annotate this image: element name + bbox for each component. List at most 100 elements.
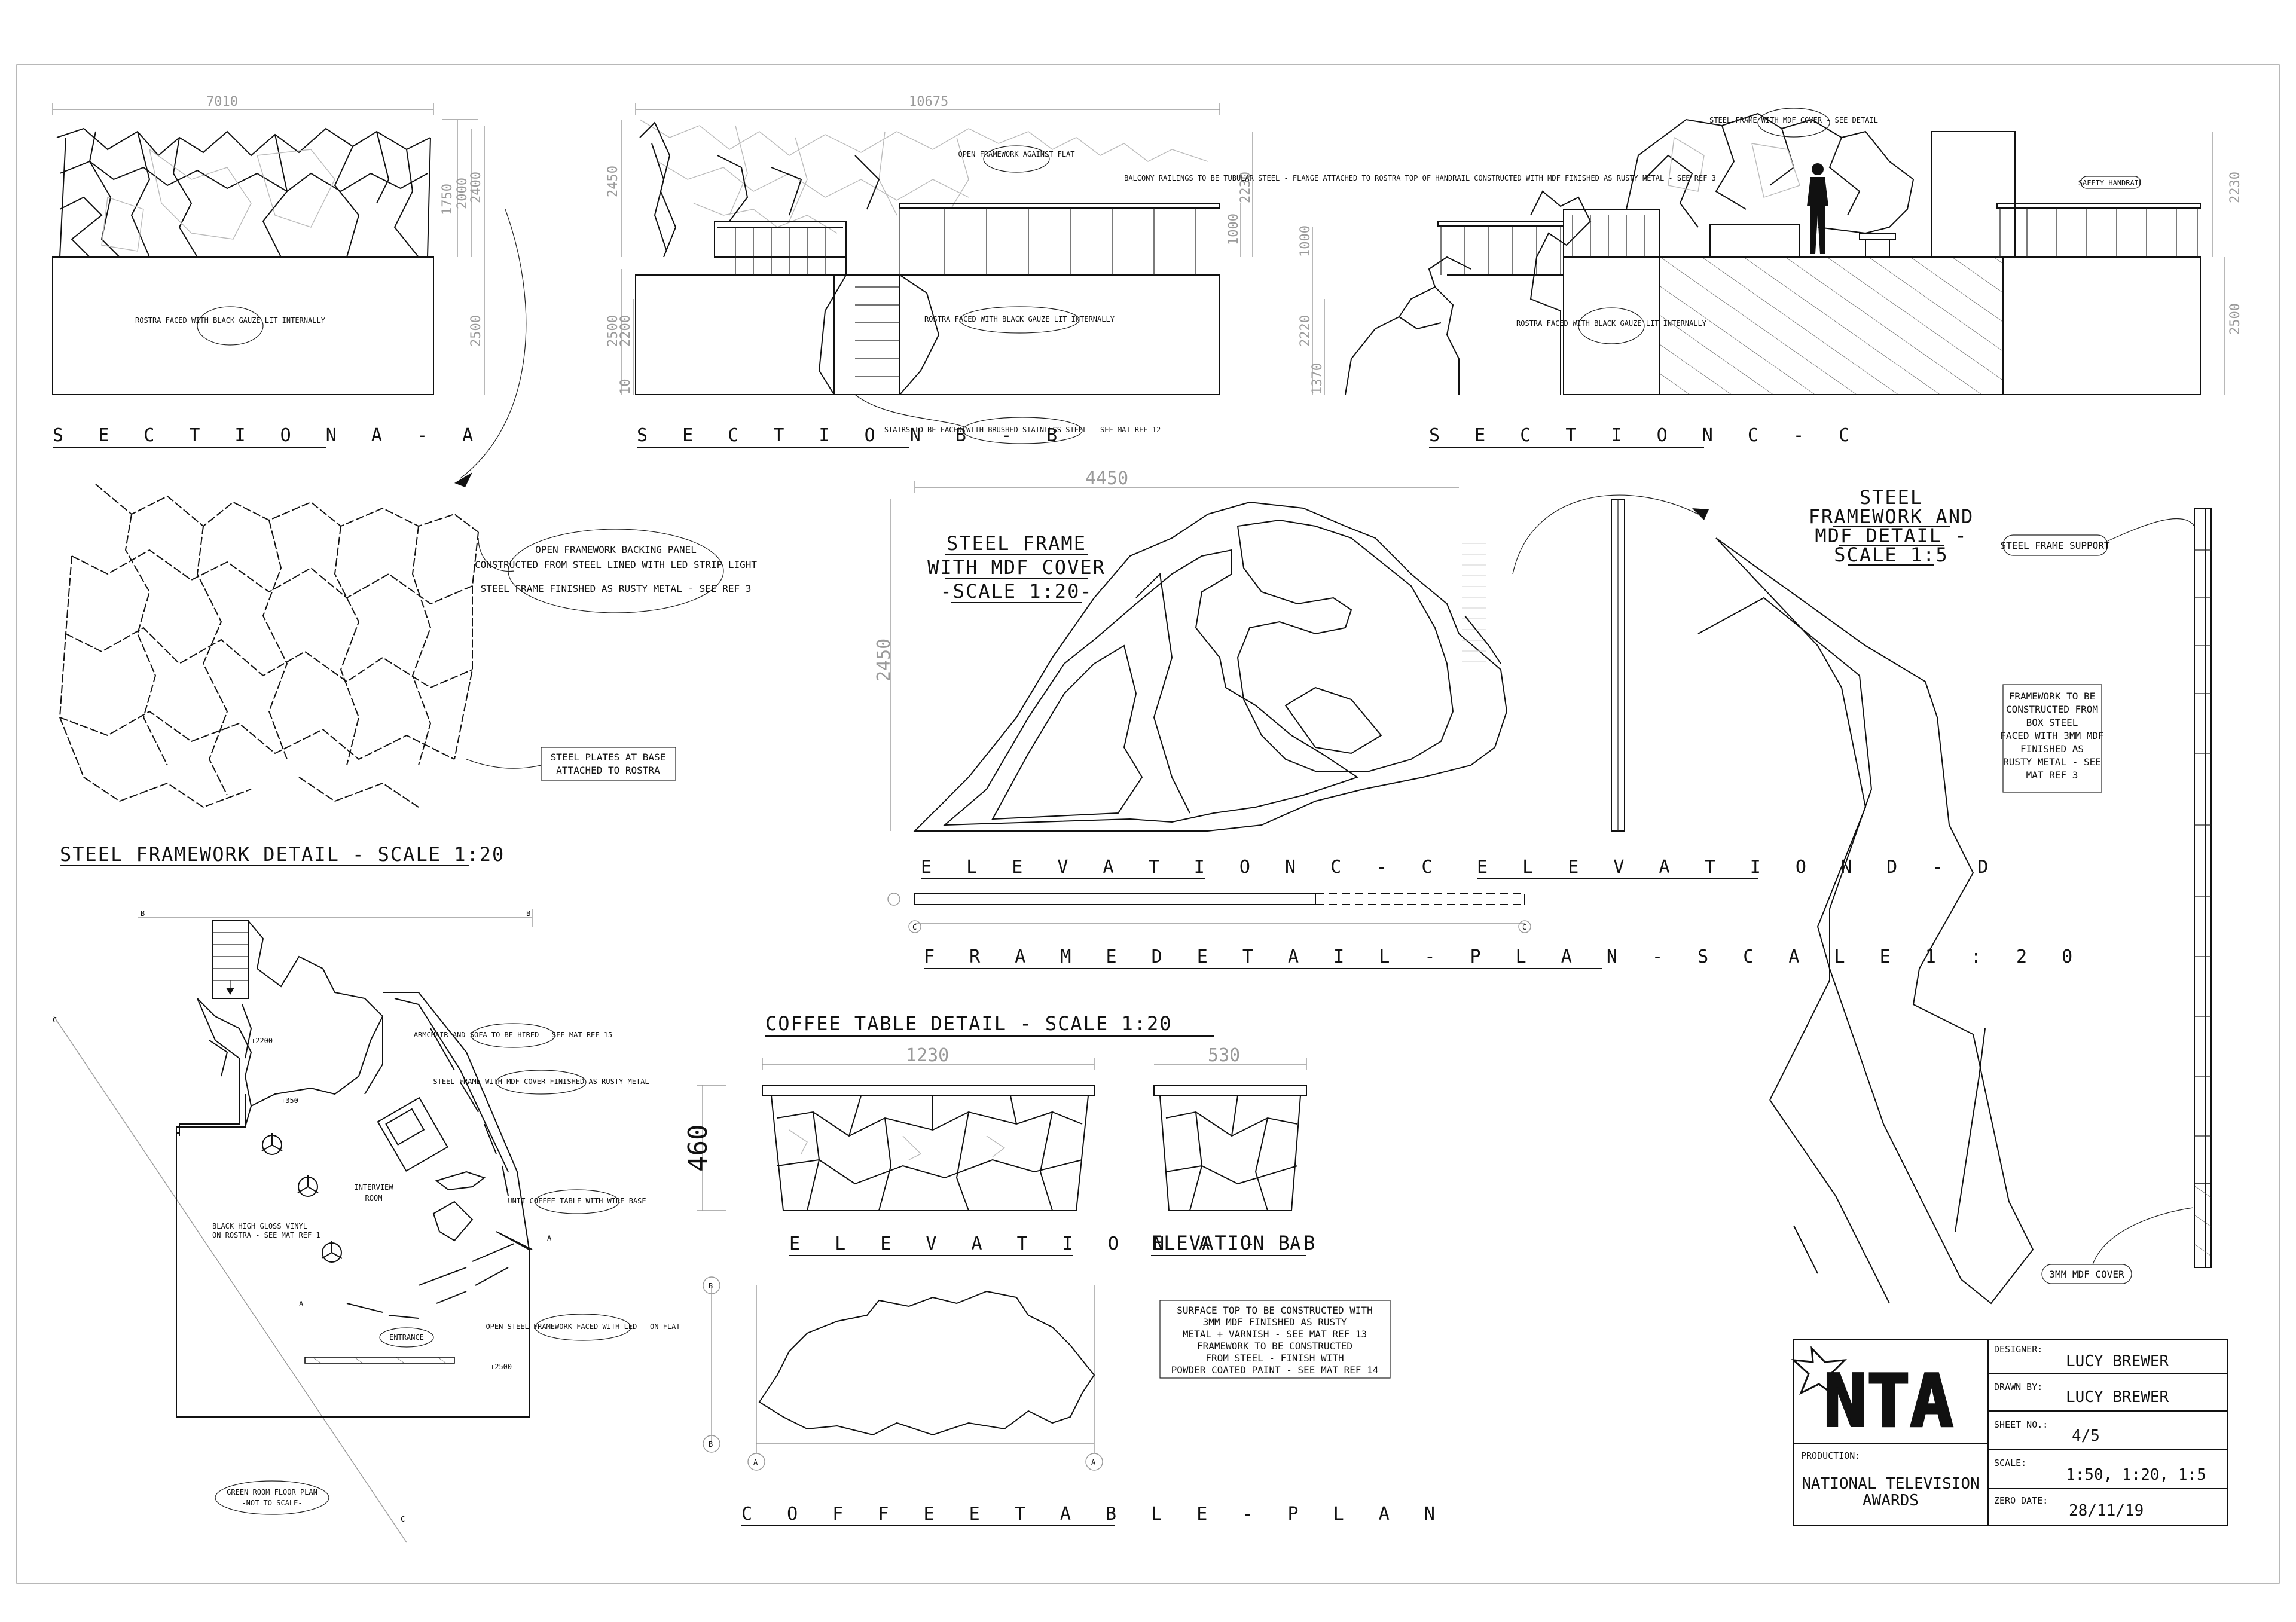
mdf-note-2: CONSTRUCTED FROM: [2006, 704, 2098, 715]
framework-note-2: CONSTRUCTED FROM STEEL LINED WITH LED ST…: [475, 559, 757, 570]
mdf-note-1: FRAMEWORK TO BE: [2009, 691, 2096, 702]
tb-sheet-label: SHEET NO.:: [1994, 1419, 2048, 1430]
steel-framework-title: STEEL FRAMEWORK DETAIL - SCALE 1:20: [60, 843, 505, 866]
frame-title-1: STEEL FRAME: [947, 532, 1086, 555]
section-c-dim-1000: 1000: [1298, 225, 1313, 257]
frame-detail: 4450 2450 STEEL FRAME WITH MDF COVER -SC…: [874, 468, 2072, 969]
coffee-marker-b-top: B: [709, 1282, 713, 1290]
tb-date: 28/11/19: [2069, 1502, 2144, 1520]
sheet-border: [16, 64, 2280, 1584]
section-c-dim-2230: 2230: [2228, 172, 2243, 203]
section-c-note-balcony: BALCONY RAILINGS TO BE TUBULAR STEEL - F…: [1124, 174, 1716, 182]
coffee-note-6: POWDER COATED PAINT - SEE MAT REF 14: [1171, 1364, 1379, 1376]
plan-vinyl-1: BLACK HIGH GLOSS VINYL: [212, 1222, 307, 1230]
plan-vinyl-2: ON ROSTRA - SEE MAT REF 1: [212, 1231, 320, 1239]
coffee-dim-width-a: 1230: [906, 1045, 949, 1066]
section-b-dim-2450: 2450: [606, 166, 621, 197]
section-c-note-handrail: SAFETY HANDRAIL: [2078, 179, 2143, 187]
section-c-title: S E C T I O N C - C: [1429, 425, 1861, 446]
plan-caption-1: GREEN ROOM FLOOR PLAN: [227, 1488, 317, 1496]
tb-designer-label: DESIGNER:: [1994, 1344, 2042, 1355]
section-b-dim-2230: 2230: [1238, 172, 1253, 203]
section-b-b: 10675 2450 2500 2200 10 2230 1000: [606, 94, 1253, 448]
title-block: NTA DESIGNER: LUCY BREWER DRAWN BY: LUCY…: [1791, 1339, 2228, 1526]
coffee-table-detail: COFFEE TABLE DETAIL - SCALE 1:20 1230 53…: [683, 1012, 1435, 1526]
plan-note-table: UNIT COFFEE TABLE WITH WIRE BASE: [508, 1197, 646, 1205]
section-b-width-dim: 10675: [909, 94, 948, 109]
section-b-note-stairs: STAIRS TO BE FACED WITH BRUSHED STAINLES…: [884, 426, 1161, 434]
mdf-note-7: MAT REF 3: [2026, 769, 2078, 781]
mdf-support-label: STEEL FRAME SUPPORT: [2000, 540, 2109, 551]
mdf-detail: STEEL FRAMEWORK AND MDF DETAIL - SCALE 1…: [1697, 486, 2212, 1305]
coffee-elev-bb: ELEVATION B-B: [1151, 1232, 1316, 1254]
coffee-marker-b-bottom: B: [709, 1440, 713, 1449]
tb-production-label: PRODUCTION:: [1801, 1450, 1860, 1461]
steel-framework-detail: OPEN FRAMEWORK BACKING PANEL CONSTRUCTED…: [59, 484, 757, 866]
floor-plan: B B C C: [53, 909, 680, 1543]
tb-date-label: ZERO DATE:: [1994, 1495, 2048, 1506]
frame-dim-width: 4450: [1085, 468, 1128, 489]
section-b-note-flat: OPEN FRAMEWORK AGAINST FLAT: [958, 150, 1074, 158]
section-b-dim-10: 10: [618, 379, 633, 395]
mdf-note-4: FACED WITH 3MM MDF: [2000, 730, 2103, 741]
plan-caption-2: -NOT TO SCALE-: [242, 1499, 302, 1507]
plan-room-1: INTERVIEW: [354, 1183, 393, 1192]
plan-marker-c-top: C: [53, 1016, 57, 1024]
tb-production-1: NATIONAL TELEVISION: [1802, 1475, 1979, 1493]
section-b-dim-2200: 2200: [618, 315, 633, 347]
frame-title-3: -SCALE 1:20-: [940, 580, 1092, 603]
coffee-elev-aa: E L E V A T I O N A - A: [789, 1233, 1312, 1254]
mdf-note-3: BOX STEEL: [2026, 717, 2078, 728]
mdf-title-3: MDF DETAIL -: [1815, 524, 1967, 547]
plan-level-2500: +2500: [490, 1363, 512, 1371]
plan-marker-c-bottom: C: [401, 1515, 405, 1523]
section-b-title: S E C T I O N B - B: [637, 425, 1069, 446]
plan-marker-a-left: A: [299, 1300, 304, 1308]
coffee-marker-a-right: A: [1091, 1458, 1096, 1467]
plan-note-open: OPEN STEEL FRAMEWORK FACED WITH LED - ON…: [486, 1322, 680, 1331]
coffee-note-1: SURFACE TOP TO BE CONSTRUCTED WITH: [1177, 1305, 1373, 1316]
nta-logo-text: NTA: [1824, 1360, 1953, 1443]
plan-note-armchair: ARMCHAIR AND SOFA TO BE HIRED - SEE MAT …: [414, 1031, 612, 1039]
section-c-dim-2220: 2220: [1298, 315, 1313, 347]
mdf-note-5: FINISHED AS: [2020, 743, 2084, 755]
coffee-marker-a-left: A: [753, 1458, 758, 1467]
section-c-c: 1000 2220 1370 2230 2500: [1124, 108, 2243, 448]
section-a-note: ROSTRA FACED WITH BLACK GAUZE LIT INTERN…: [135, 316, 326, 325]
framework-note-3: STEEL FRAME FINISHED AS RUSTY METAL - SE…: [481, 583, 752, 594]
coffee-title: COFFEE TABLE DETAIL - SCALE 1:20: [765, 1012, 1173, 1035]
section-c-note-frame: STEEL FRAME WITH MDF COVER - SEE DETAIL: [1709, 116, 1878, 124]
plan-room-2: ROOM: [365, 1194, 383, 1202]
plan-level-2200: +2200: [251, 1037, 273, 1045]
plates-note-1: STEEL PLATES AT BASE: [551, 752, 666, 763]
section-c-dim-2500: 2500: [2228, 303, 2243, 335]
coffee-note-3: METAL + VARNISH - SEE MAT REF 13: [1183, 1328, 1367, 1340]
coffee-dim-width-b: 530: [1208, 1045, 1240, 1066]
coffee-note-2: 3MM MDF FINISHED AS RUSTY: [1203, 1316, 1347, 1328]
plates-note-2: ATTACHED TO ROSTRA: [556, 765, 660, 776]
section-b-dim-1000: 1000: [1226, 213, 1241, 245]
mdf-title-1: STEEL: [1860, 486, 1923, 509]
frame-title-2: WITH MDF COVER: [927, 556, 1106, 579]
section-b-dim-2500: 2500: [606, 315, 621, 347]
plan-marker-b-left: B: [141, 909, 145, 918]
tb-sheet: 4/5: [2072, 1427, 2100, 1445]
plan-marker-a-right: A: [547, 1234, 552, 1242]
section-a-dim-2500: 2500: [469, 315, 484, 347]
coffee-dim-height: 460: [683, 1125, 713, 1172]
elevation-dd-title: E L E V A T I O N D - D: [1477, 857, 2000, 878]
framework-note-1: OPEN FRAMEWORK BACKING PANEL: [535, 544, 697, 555]
plan-note-frame: STEEL FRAME WITH MDF COVER FINISHED AS R…: [433, 1077, 649, 1086]
section-a-a: 7010 1750 2000 2400 2500: [52, 94, 485, 448]
frame-marker-c-right: C: [1522, 923, 1526, 931]
mdf-title-4: SCALE 1:5: [1834, 543, 1948, 566]
coffee-note-4: FRAMEWORK TO BE CONSTRUCTED: [1197, 1340, 1352, 1352]
section-c-note-rostra: ROSTRA FACED WITH BLACK GAUZE LIT INTERN…: [1516, 319, 1707, 328]
tb-production-2: AWARDS: [1863, 1492, 1919, 1510]
mdf-cover-label: 3MM MDF COVER: [2049, 1269, 2124, 1280]
nta-logo: NTA: [1791, 1345, 1955, 1444]
plan-entrance: ENTRANCE: [389, 1333, 424, 1342]
mdf-note-6: RUSTY METAL - SEE: [2003, 756, 2101, 768]
section-a-dim-2400: 2400: [469, 172, 484, 203]
